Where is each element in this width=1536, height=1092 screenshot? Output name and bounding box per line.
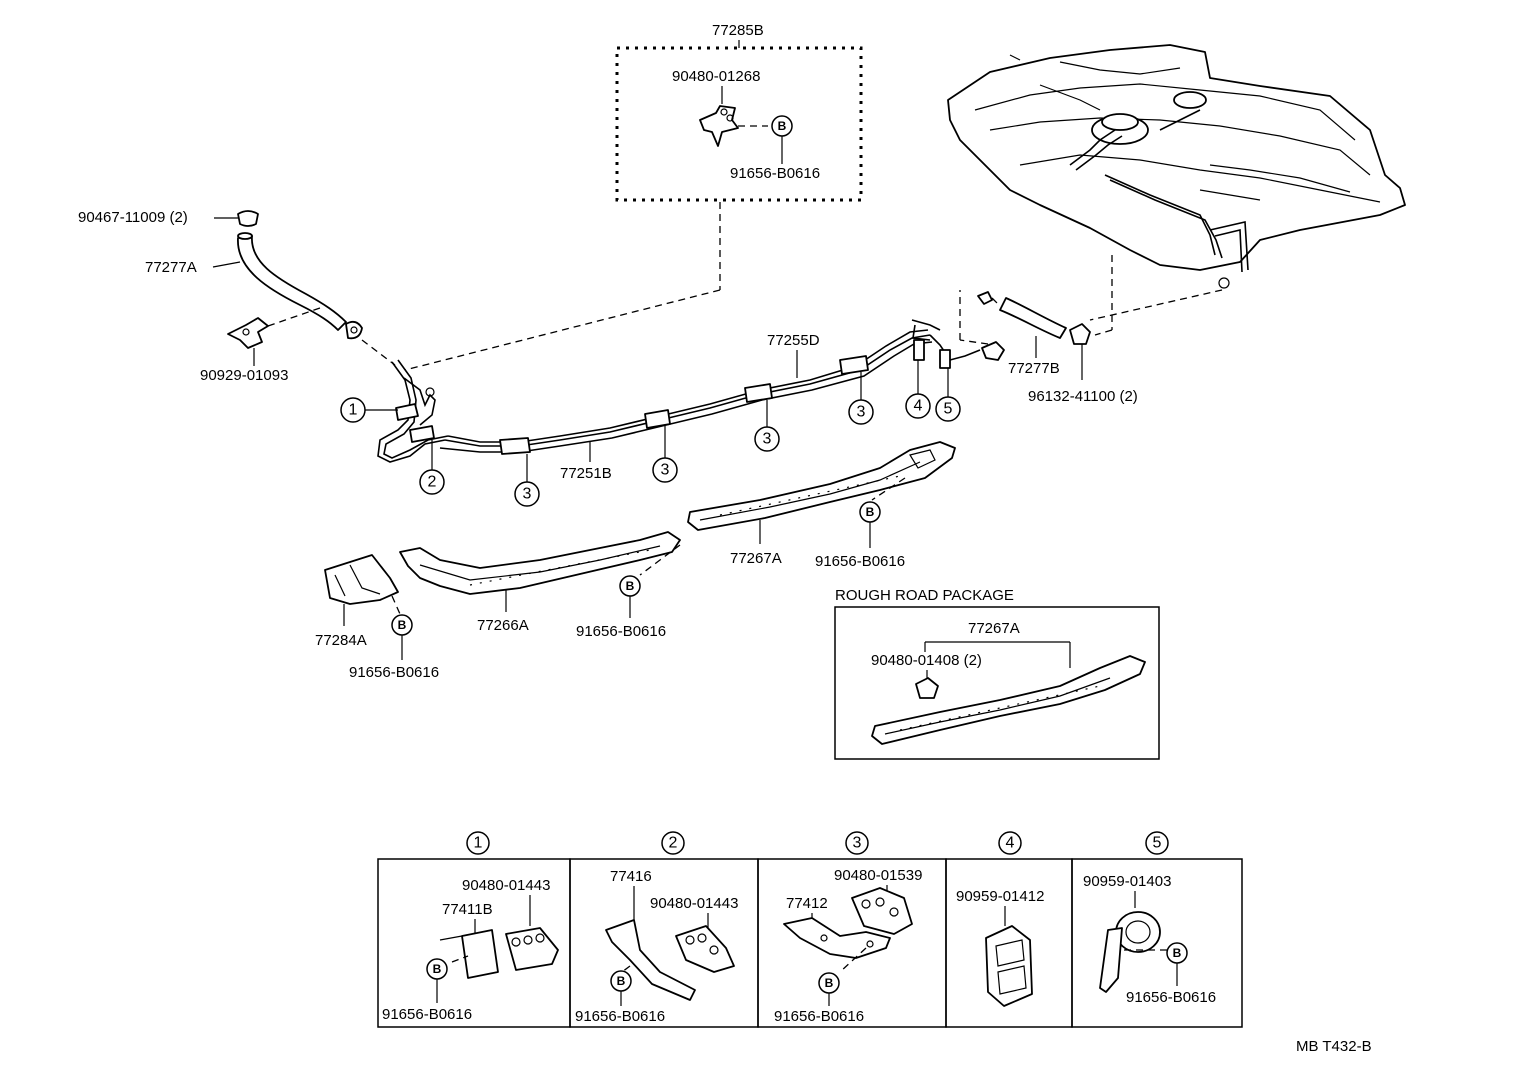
callout-4: 4 [905, 360, 931, 419]
callout-3b: 3 [652, 426, 678, 483]
svg-text:3: 3 [523, 486, 532, 503]
hose-77277A-group: 90467-11009 (2) 77277A 90929-01093 [78, 209, 396, 384]
label-d2-91656-B0616: 91656-B0616 [575, 1008, 665, 1025]
label-d5-91656-B0616: 91656-B0616 [1126, 989, 1216, 1006]
label-90929-01093: 90929-01093 [200, 367, 288, 384]
panel-5-header: 5 [1145, 831, 1169, 855]
svg-text:4: 4 [1006, 835, 1015, 852]
callout-3c: 3 [754, 400, 780, 452]
panel-1-header: 1 [466, 831, 490, 855]
callout-1: 1 [340, 397, 398, 423]
label-d4-90959-01412: 90959-01412 [956, 888, 1044, 905]
svg-text:3: 3 [857, 404, 866, 421]
svg-text:B: B [825, 976, 834, 990]
label-d1-90480-01443: 90480-01443 [462, 877, 550, 894]
rough-road-package: ROUGH ROAD PACKAGE 77267A 90480-01408 (2… [834, 587, 1160, 760]
panel-4-header: 4 [998, 831, 1022, 855]
svg-text:B: B [617, 974, 626, 988]
label-rough-77267A: 77267A [968, 620, 1020, 637]
bolt-callout: B [391, 614, 413, 636]
label-d3-90480-01539: 90480-01539 [834, 867, 922, 884]
panel-3-header: 3 [845, 831, 869, 855]
bolt-callout: B [426, 958, 448, 980]
pipe-labels: 77255D 77251B 1 2 3 3 3 [340, 332, 961, 507]
panel-2-header: 2 [661, 831, 685, 855]
label-d1-77411B: 77411B [442, 901, 493, 918]
svg-text:2: 2 [428, 474, 437, 491]
svg-text:3: 3 [661, 462, 670, 479]
fuel-tank [947, 44, 1406, 336]
panel-2 [569, 858, 759, 1028]
svg-text:5: 5 [1153, 835, 1162, 852]
svg-text:B: B [1173, 946, 1182, 960]
bolt-callout: B [859, 501, 881, 523]
label-d2-77416: 77416 [610, 868, 652, 885]
bolt-callout: B [771, 115, 793, 137]
callout-3d: 3 [848, 372, 874, 425]
label-d3-77412: 77412 [786, 895, 828, 912]
label-96132-41100: 96132-41100 (2) [1028, 388, 1138, 405]
label-91656-B0616: 91656-B0616 [730, 165, 820, 182]
hole-row [719, 475, 901, 516]
svg-text:5: 5 [944, 401, 953, 418]
svg-text:3: 3 [853, 835, 862, 852]
detail-77285B: 77285B 90480-01268 B 91656-B0616 [404, 22, 863, 371]
hose-77277B-group: 77277B 96132-41100 (2) [977, 291, 1138, 405]
label-91656-B0616-left: 91656-B0616 [349, 664, 439, 681]
label-rough-road-package: ROUGH ROAD PACKAGE [835, 587, 1014, 604]
callout-5: 5 [935, 368, 961, 422]
label-77255D: 77255D [767, 332, 820, 349]
label-d3-91656-B0616: 91656-B0616 [774, 1008, 864, 1025]
bolt-callout: B [619, 575, 641, 597]
detail-panels: 1 2 3 4 5 90480-01443 77411B B [377, 831, 1243, 1028]
label-91656-B0616-mid: 91656-B0616 [815, 553, 905, 570]
svg-text:B: B [866, 505, 875, 519]
label-d5-90959-01403: 90959-01403 [1083, 873, 1171, 890]
label-90480-01408: 90480-01408 (2) [871, 652, 982, 669]
svg-text:B: B [778, 119, 787, 133]
label-77277B: 77277B [1008, 360, 1060, 377]
panel-5 [1071, 858, 1243, 1028]
label-77266A: 77266A [477, 617, 529, 634]
bolt-callout: B [818, 972, 840, 994]
callout-2: 2 [419, 440, 445, 495]
svg-text:B: B [433, 962, 442, 976]
label-91656-B0616-low: 91656-B0616 [576, 623, 666, 640]
svg-text:2: 2 [669, 835, 678, 852]
label-77277A: 77277A [145, 259, 197, 276]
protectors: B 91656-B0616 77267A B 91656-B0616 77266… [315, 441, 956, 681]
diagram-code: MB T432-B [1296, 1038, 1372, 1055]
label-77267A: 77267A [730, 550, 782, 567]
label-90467-11009: 90467-11009 (2) [78, 209, 188, 226]
bolt-callout: B [1166, 942, 1188, 964]
bolt-callout: B [610, 970, 632, 992]
label-d2-90480-01443: 90480-01443 [650, 895, 738, 912]
callout-3a: 3 [514, 454, 540, 507]
label-90480-01268: 90480-01268 [672, 68, 760, 85]
svg-text:1: 1 [349, 402, 358, 419]
label-77251B: 77251B [560, 465, 612, 482]
fuel-pipes [377, 290, 1005, 463]
svg-text:1: 1 [474, 835, 483, 852]
svg-text:3: 3 [763, 431, 772, 448]
svg-text:B: B [398, 618, 407, 632]
label-77285B: 77285B [712, 22, 764, 39]
label-77284A: 77284A [315, 632, 367, 649]
svg-text:4: 4 [914, 398, 923, 415]
label-d1-91656-B0616: 91656-B0616 [382, 1006, 472, 1023]
svg-text:B: B [626, 579, 635, 593]
